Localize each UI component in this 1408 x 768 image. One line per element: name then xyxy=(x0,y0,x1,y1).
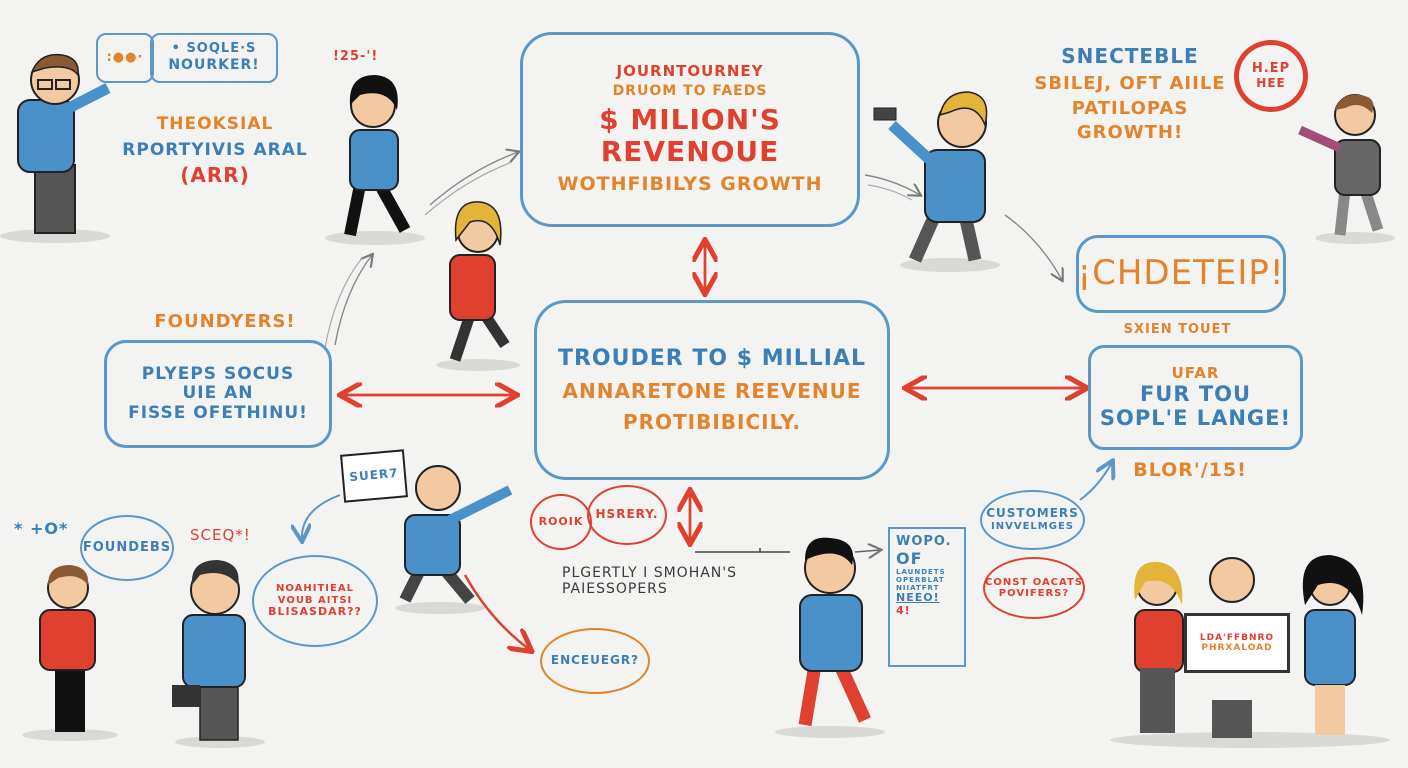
center-line-3: PROTIBIBICILY. xyxy=(622,409,802,434)
board-line-2: PHRXALOAD xyxy=(1201,643,1273,653)
speech-bubble-top-left: • SOQLE·S NOURKER! xyxy=(150,33,278,83)
encourage-bubble: ENCEUEGR? xyxy=(540,628,650,694)
top-box-line-4: REVENOUE xyxy=(600,134,780,168)
sign-board: SUER7 xyxy=(340,449,408,503)
exclaim-man: SCEQ*! xyxy=(190,526,251,544)
founders-title: FOUNDYERS! xyxy=(154,311,296,332)
top-box-line-1: JOURNTOURNEY xyxy=(616,62,764,81)
stars-decoration: * +o* xyxy=(14,519,69,538)
character-waving-man xyxy=(1298,94,1395,244)
growth-caption: SNECTEBLE SBILEJ, OFT AIILE PATILOPAS GR… xyxy=(1020,45,1240,144)
notepad-line-5: NIIATFRT xyxy=(896,584,940,593)
blor-footer: BLOR'/15! xyxy=(1133,459,1247,481)
top-box-line-3: $ MILION'S xyxy=(599,102,781,136)
customers-bubble: CUSTOMERS INVVELMGES xyxy=(980,490,1085,550)
rook-text: ROOIK xyxy=(538,514,584,528)
chdeteip-bubble: ¡CHDETEIP! xyxy=(1076,235,1286,313)
motion-lines-1 xyxy=(334,255,372,346)
character-running-blonde xyxy=(436,201,520,371)
center-line-2: ANNARETONE REEVENUE xyxy=(562,378,862,403)
right-box-line-1: UFAR xyxy=(1171,363,1220,382)
customers-line-1: CUSTOMERS xyxy=(986,506,1079,521)
notepad-line-2: OF xyxy=(896,548,923,568)
bubble-line-1: • SOQLE·S xyxy=(171,41,257,57)
top-center-box: JOURNTOURNEY DRUOM TO FAEDS $ MILION'S R… xyxy=(520,32,860,227)
costs-line-1: CONST OACATS xyxy=(985,576,1084,588)
character-running-woman xyxy=(325,75,425,245)
growth-line-4: GROWTH! xyxy=(1076,122,1184,144)
board-line-1: LDA'FFBNRO xyxy=(1199,632,1275,643)
motion-lines-2 xyxy=(429,152,518,206)
top-box-line-2: DRUOM TO FAEDS xyxy=(612,83,768,100)
founders-box-line-2: UIE AN xyxy=(182,383,254,404)
arrow-to-bottom-bubble xyxy=(463,574,530,650)
sign-text: SUER7 xyxy=(348,465,400,485)
caption-line-1: THEOKSIAL xyxy=(156,114,274,134)
sxien-label: SXIEN TOUET xyxy=(1123,322,1232,337)
character-woman-red-left xyxy=(22,565,118,741)
bubble-line-2: NOURKER! xyxy=(168,57,260,74)
center-box: TROUDER TO $ MILLIAL ANNARETONE REEVENUE… xyxy=(534,300,890,480)
founders-box-line-1: PLYEPS SOCUS xyxy=(141,363,295,384)
center-caption-line-2: PAIESSOPERS xyxy=(562,581,668,598)
badge-line-2: HEE xyxy=(1256,75,1286,90)
character-man-briefcase xyxy=(172,560,265,748)
team-board: LDA'FFBNRO PHRXALOAD xyxy=(1184,613,1290,673)
center-caption: PLGERTLY I SMOHAN'S PAIESSOPERS xyxy=(562,565,737,597)
connector-caption-to-man xyxy=(695,548,761,553)
arrow-sign-to-bubble xyxy=(302,494,341,540)
badge-line-1: H.EP xyxy=(1251,60,1291,76)
notepad: WOPO. OF LAUNDETS OPERBLAT NIIATFRT NEEO… xyxy=(888,527,966,667)
right-info-box: UFAR FUR TOU SOPL'E LANGE! xyxy=(1088,345,1303,450)
notepad-line-1: WOPO. xyxy=(896,534,952,549)
caption-line-3: (ARR) xyxy=(180,163,250,188)
motion-lines-4 xyxy=(1004,214,1062,280)
exclaim-running-woman: !25-'! xyxy=(333,49,379,64)
notepad-line-3: LAUNDETS xyxy=(896,568,946,577)
question-line-2: VOUB AITSI xyxy=(277,594,353,606)
growth-line-3: PATILOPAS xyxy=(1071,97,1189,119)
founders-speech-bubble: FOUNDEBS xyxy=(80,515,174,581)
notepad-line-7: 4! xyxy=(896,604,911,618)
help-badge: H.EP HEE xyxy=(1234,40,1308,112)
rook-bubble: ROOIK xyxy=(530,494,592,550)
right-box-line-2: FUR TOU xyxy=(1139,381,1252,406)
notepad-line-4: OPERBLAT xyxy=(896,576,945,585)
arr-caption: THEOKSIAL RPORTYIVIS ARAL (ARR) xyxy=(110,114,320,188)
history-text: HSRERY. xyxy=(595,507,659,522)
center-caption-line-1: PLGERTLY I SMOHAN'S xyxy=(562,565,738,581)
customers-line-2: INVVELMGES xyxy=(991,521,1074,533)
question-line-3: BLISASDAR?? xyxy=(268,605,362,619)
question-line-1: NOAHITIEAL xyxy=(276,583,354,595)
right-box-line-3: SOPL'E LANGE! xyxy=(1099,406,1292,431)
founders-box-line-3: FISSE OFETHINU! xyxy=(128,402,308,423)
motion-lines-3 xyxy=(864,174,920,195)
speech-bubble-dots: :●●· xyxy=(96,33,154,83)
notepad-line-6: NEEO! xyxy=(896,591,940,605)
arrow-customers-to-box xyxy=(1079,462,1112,501)
character-sign-man xyxy=(395,465,513,614)
founders-focus-box: PLYEPS SOCUS UIE AN FISSE OFETHINU! xyxy=(104,340,332,448)
chdeteip-text: ¡CHDETEIP! xyxy=(1077,253,1285,294)
encourage-text: ENCEUEGR? xyxy=(550,653,640,668)
character-money-man xyxy=(873,91,1000,272)
question-bubble: NOAHITIEAL VOUB AITSI BLISASDAR?? xyxy=(252,555,378,647)
top-box-line-5: WOTHFIBILYS GROWTH xyxy=(557,172,823,195)
costs-bubble: CONST OACATS POVIFERS? xyxy=(983,557,1085,619)
founders-bubble-text: FOUNDEBS xyxy=(82,539,172,555)
caption-line-2: RPORTYIVIS ARAL xyxy=(122,139,308,160)
costs-line-2: POVIFERS? xyxy=(998,588,1070,599)
growth-line-2: SBILEJ, OFT AIILE xyxy=(1034,73,1226,94)
dots-text: :●●· xyxy=(106,49,144,65)
history-bubble: HSRERY. xyxy=(587,485,667,545)
character-presenter-glasses xyxy=(0,53,111,243)
character-pointing-man xyxy=(775,537,885,738)
growth-line-1: SNECTEBLE xyxy=(1061,44,1199,68)
center-line-1: TROUDER TO $ MILLIAL xyxy=(557,346,867,372)
character-team-trio xyxy=(1110,555,1390,748)
